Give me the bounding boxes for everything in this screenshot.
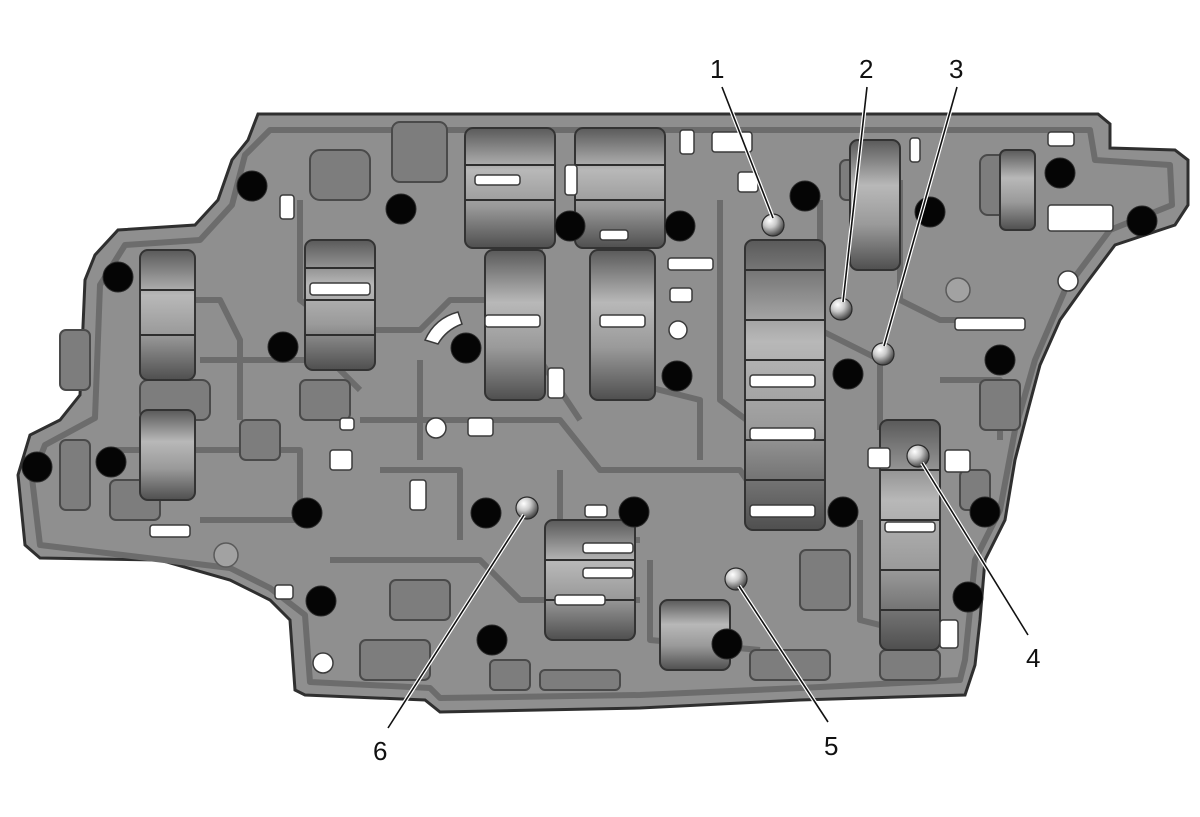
leader-line-5 <box>738 585 829 723</box>
callout-label-5: 5 <box>824 731 838 761</box>
leader-line-3 <box>883 86 958 347</box>
through-slots <box>149 129 1114 674</box>
leader-lines <box>386 86 1030 730</box>
spool-lands <box>140 164 940 611</box>
callout-label-2: 2 <box>859 54 873 84</box>
check-ball-5 <box>724 567 748 591</box>
leader-line-1 <box>721 86 774 219</box>
alignment-bosses <box>213 277 971 568</box>
check-balls <box>515 213 930 591</box>
check-ball-2 <box>829 297 853 321</box>
callout-label-1: 1 <box>710 54 724 84</box>
check-ball-3 <box>871 342 895 366</box>
callout-label-6: 6 <box>373 736 387 766</box>
check-ball-6 <box>515 496 539 520</box>
callout-labels: 1 2 3 4 5 6 <box>373 54 1040 766</box>
leader-line-6 <box>387 514 525 729</box>
callout-label-4: 4 <box>1026 643 1040 673</box>
bolt-holes <box>21 157 1158 660</box>
check-ball-4 <box>906 444 930 468</box>
spool-bores <box>139 127 1036 671</box>
callout-label-3: 3 <box>949 54 963 84</box>
leader-line-4 <box>921 462 1029 636</box>
leader-line-2 <box>842 86 868 303</box>
